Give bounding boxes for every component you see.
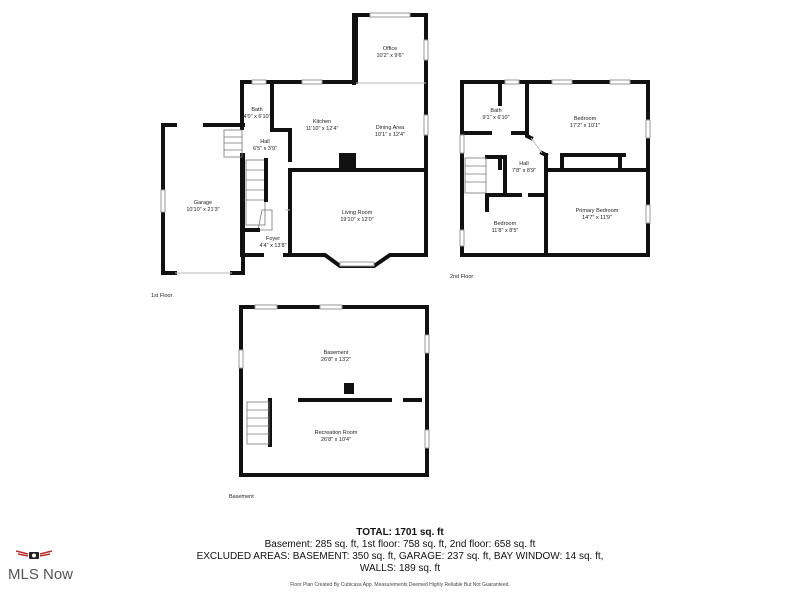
room-dims: 26'8" x 13'2": [321, 357, 351, 363]
room-dims: 10'2" x 9'6": [376, 53, 403, 59]
walls-area: WALLS: 189 sq. ft: [359, 563, 441, 574]
room-dims: 17'2" x 10'1": [570, 123, 600, 129]
second-floor-plan: Bath 9'1" x 6'10" Bedroom 17'2" x 10'1" …: [450, 79, 651, 280]
room-name: Bath: [490, 108, 501, 114]
room-name: Hall: [260, 139, 269, 145]
room-dims: 11'10" x 12'4": [306, 126, 339, 132]
excluded-areas: EXCLUDED AREAS: BASEMENT: 350 sq. ft, GA…: [196, 551, 604, 562]
room-name: Bedroom: [574, 116, 597, 122]
room-name: Dining Area: [376, 125, 405, 131]
logo-text: MLS Now: [8, 566, 74, 583]
room-dims: 10'1" x 12'4": [375, 132, 405, 138]
room-name: Living Room: [342, 210, 373, 216]
room-name: Foyer: [266, 236, 280, 242]
room-dims: 4'0" x 6'10": [243, 114, 270, 120]
room-name: Basement: [324, 350, 349, 356]
room-name: Primary Bedroom: [576, 208, 619, 214]
room-name: Recreation Room: [315, 430, 358, 436]
room-dims: 26'8" x 10'4": [321, 437, 351, 443]
room-dims: 9'1" x 6'10": [482, 115, 509, 121]
stairs: [246, 401, 270, 445]
floor-label: 2nd Floor: [450, 274, 473, 280]
room-dims: 6'5" x 3'9": [253, 146, 277, 152]
chimney: [344, 383, 354, 394]
room-name: Bedroom: [494, 221, 517, 227]
mls-now-logo: MLS Now: [8, 548, 78, 583]
total-area: TOTAL: 1701 sq. ft: [356, 527, 444, 538]
room-dims: 4'4" x 13'8": [259, 243, 286, 249]
room-dims: 19'10" x 12'0": [340, 217, 373, 223]
basement-plan: Basement 26'8" x 13'2" Recreation Room 2…: [229, 304, 430, 500]
room-name: Office: [383, 46, 397, 52]
room-name: Garage: [194, 200, 212, 206]
chimney: [339, 153, 356, 170]
room-dims: 14'7" x 11'9": [582, 215, 612, 221]
floor-label: 1st Floor: [151, 293, 173, 299]
stairs: [464, 157, 487, 194]
floor-areas: Basement: 285 sq. ft, 1st floor: 758 sq.…: [264, 539, 536, 550]
stairs: [223, 129, 273, 231]
room-name: Bath: [251, 107, 262, 113]
room-dims: 10'10" x 21'3": [186, 207, 219, 213]
room-dims: 11'8" x 8'5": [492, 228, 519, 234]
room-name: Hall: [519, 161, 528, 167]
room-name: Kitchen: [313, 119, 331, 125]
winged-camera-icon: [15, 550, 53, 559]
disclaimer: Floor Plan Created By Cubicasa App. Meas…: [290, 582, 510, 588]
room-dims: 7'8" x 8'9": [512, 168, 536, 174]
floor-label: Basement: [229, 494, 254, 500]
first-floor-plan: Office 10'2" x 9'6" Bath 4'0" x 6'10" Ki…: [151, 12, 429, 299]
